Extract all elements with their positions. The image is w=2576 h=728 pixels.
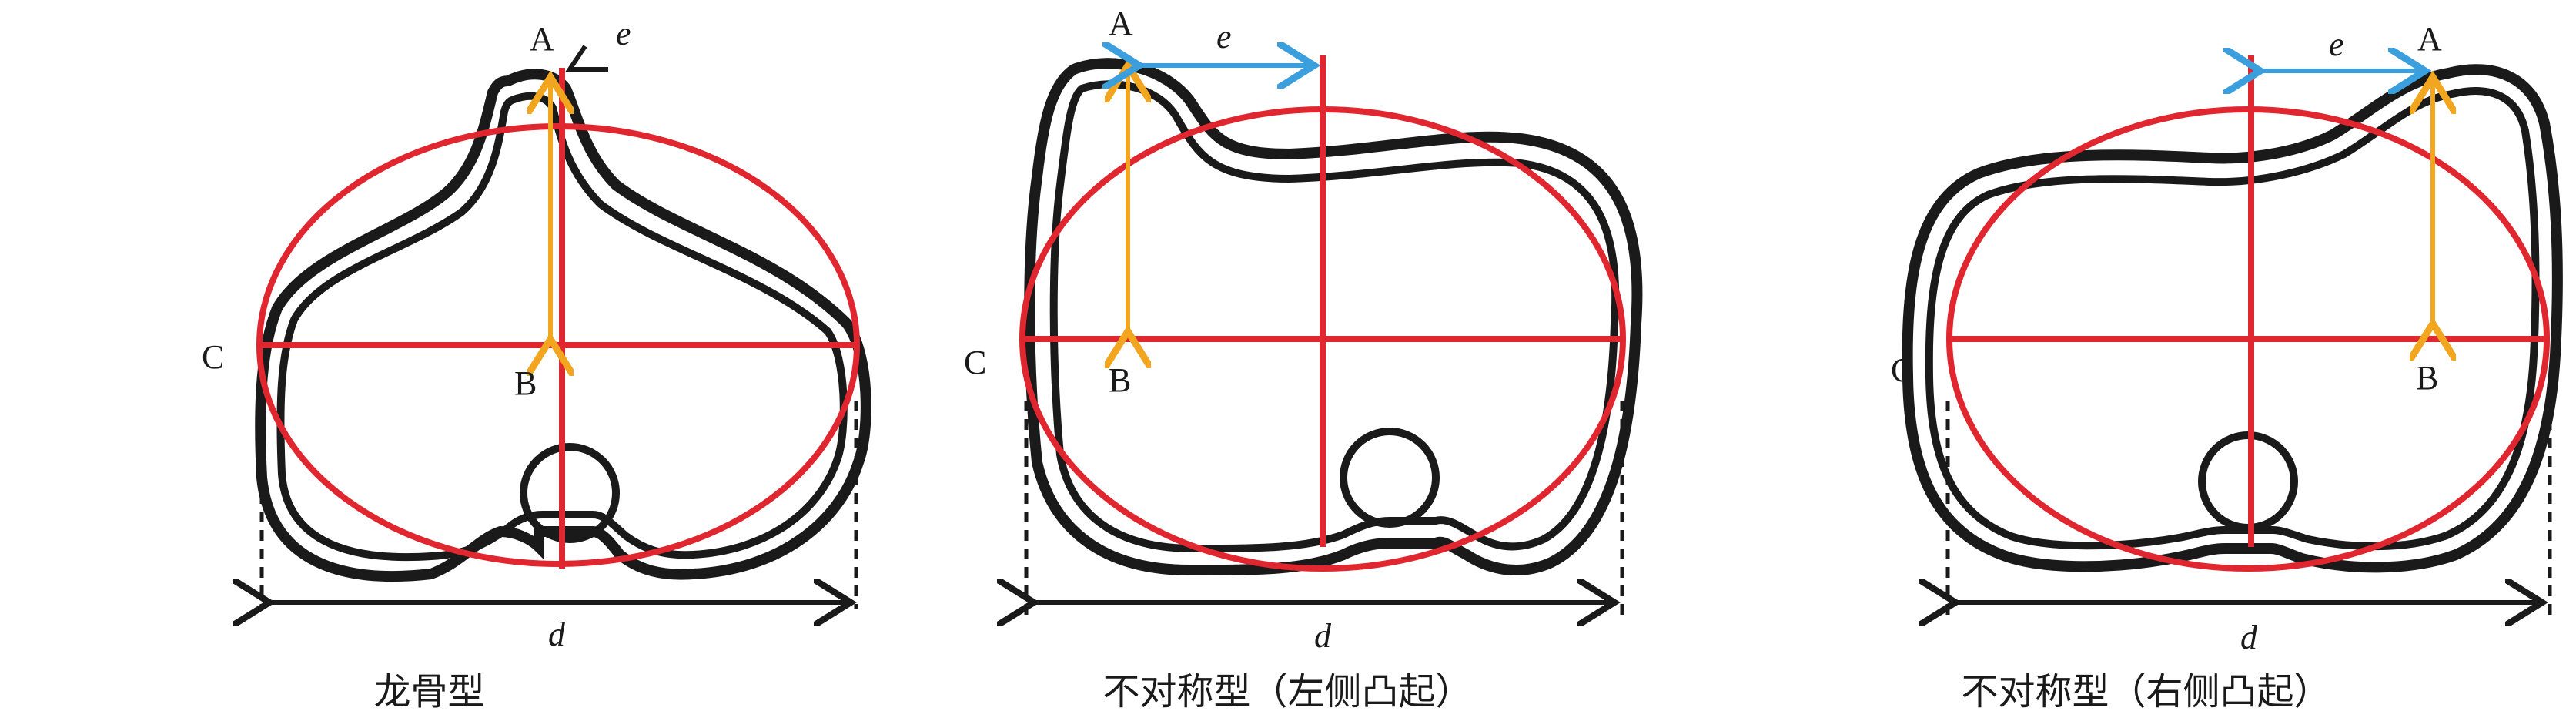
label-a: A [1109,5,1133,42]
label-c: C [964,344,986,381]
label-d: d [2240,619,2258,656]
label-b: B [1109,361,1131,399]
chest-inner-contour [276,92,848,562]
label-e: e [616,15,631,52]
label-b: B [514,364,537,402]
label-d: d [1314,617,1332,655]
caption-keel-type: 龙骨型 [373,670,485,713]
offset-marker [565,45,608,72]
chest-outer-contour [1902,64,2563,573]
caption-asymmetric-right: 不对称型（右侧凸起） [1961,670,2331,713]
asymmetric-right-diagram: A e B C d [1891,20,2563,656]
label-c: C [1891,351,1913,389]
label-b: B [2416,359,2438,397]
label-e: e [2329,25,2344,63]
label-e: e [1216,18,1232,55]
panel-asymmetric-left: A e B C d 不对称型（左侧凸起） [858,0,1717,728]
panel-asymmetric-right: A e B C d 不对称型（右侧凸起） [1717,0,2575,728]
label-a: A [530,20,554,58]
asymmetric-left-diagram: A e B C d [964,5,1643,655]
spine-circle [520,443,620,543]
chest-inner-contour [1049,80,1620,553]
caption-asymmetric-left: 不对称型（左侧凸起） [1102,670,1473,713]
keel-type-diagram: A e B C d [202,15,871,653]
spine-circle [1340,428,1440,528]
label-c: C [202,338,224,376]
chest-outer-contour [1024,58,1643,576]
label-d: d [548,616,566,653]
panel-keel-type: A e B C d 龙骨型 [0,0,871,728]
label-a: A [2417,20,2442,58]
